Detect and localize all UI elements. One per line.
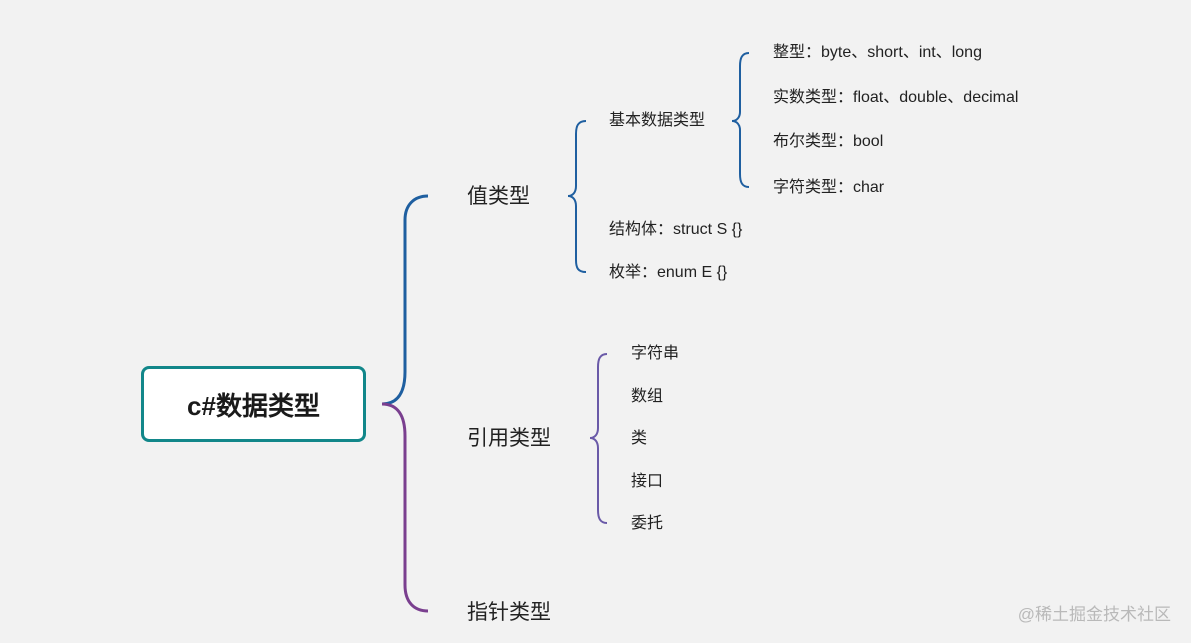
watermark: @稀土掘金技术社区: [1017, 605, 1171, 624]
brace-value-type: [567, 120, 587, 273]
node-char-type[interactable]: 字符类型：char: [773, 179, 885, 196]
node-integer-types[interactable]: 整型：byte、short、int、long: [773, 44, 982, 61]
node-bool-type[interactable]: 布尔类型：bool: [773, 133, 884, 150]
node-delegate[interactable]: 委托: [631, 515, 664, 532]
root-label: c#数据类型: [187, 390, 320, 421]
node-array[interactable]: 数组: [631, 388, 664, 405]
node-reference-type[interactable]: 引用类型: [467, 427, 551, 450]
node-real-types[interactable]: 实数类型：float、double、decimal: [773, 89, 1019, 106]
node-class[interactable]: 类: [631, 430, 648, 447]
node-basic-types[interactable]: 基本数据类型: [609, 112, 706, 129]
node-string[interactable]: 字符串: [631, 345, 680, 362]
node-pointer-type[interactable]: 指针类型: [467, 601, 551, 624]
node-enum[interactable]: 枚举：enum E {}: [609, 264, 728, 281]
connector-root-value: [381, 194, 429, 406]
brace-basic-types: [731, 52, 750, 188]
node-value-type[interactable]: 值类型: [467, 185, 530, 208]
connector-root-pointer: [381, 402, 429, 613]
brace-reference-type: [589, 353, 608, 524]
root-node[interactable]: c#数据类型: [141, 366, 366, 442]
node-interface[interactable]: 接口: [631, 473, 664, 490]
node-struct[interactable]: 结构体：struct S {}: [609, 221, 743, 238]
